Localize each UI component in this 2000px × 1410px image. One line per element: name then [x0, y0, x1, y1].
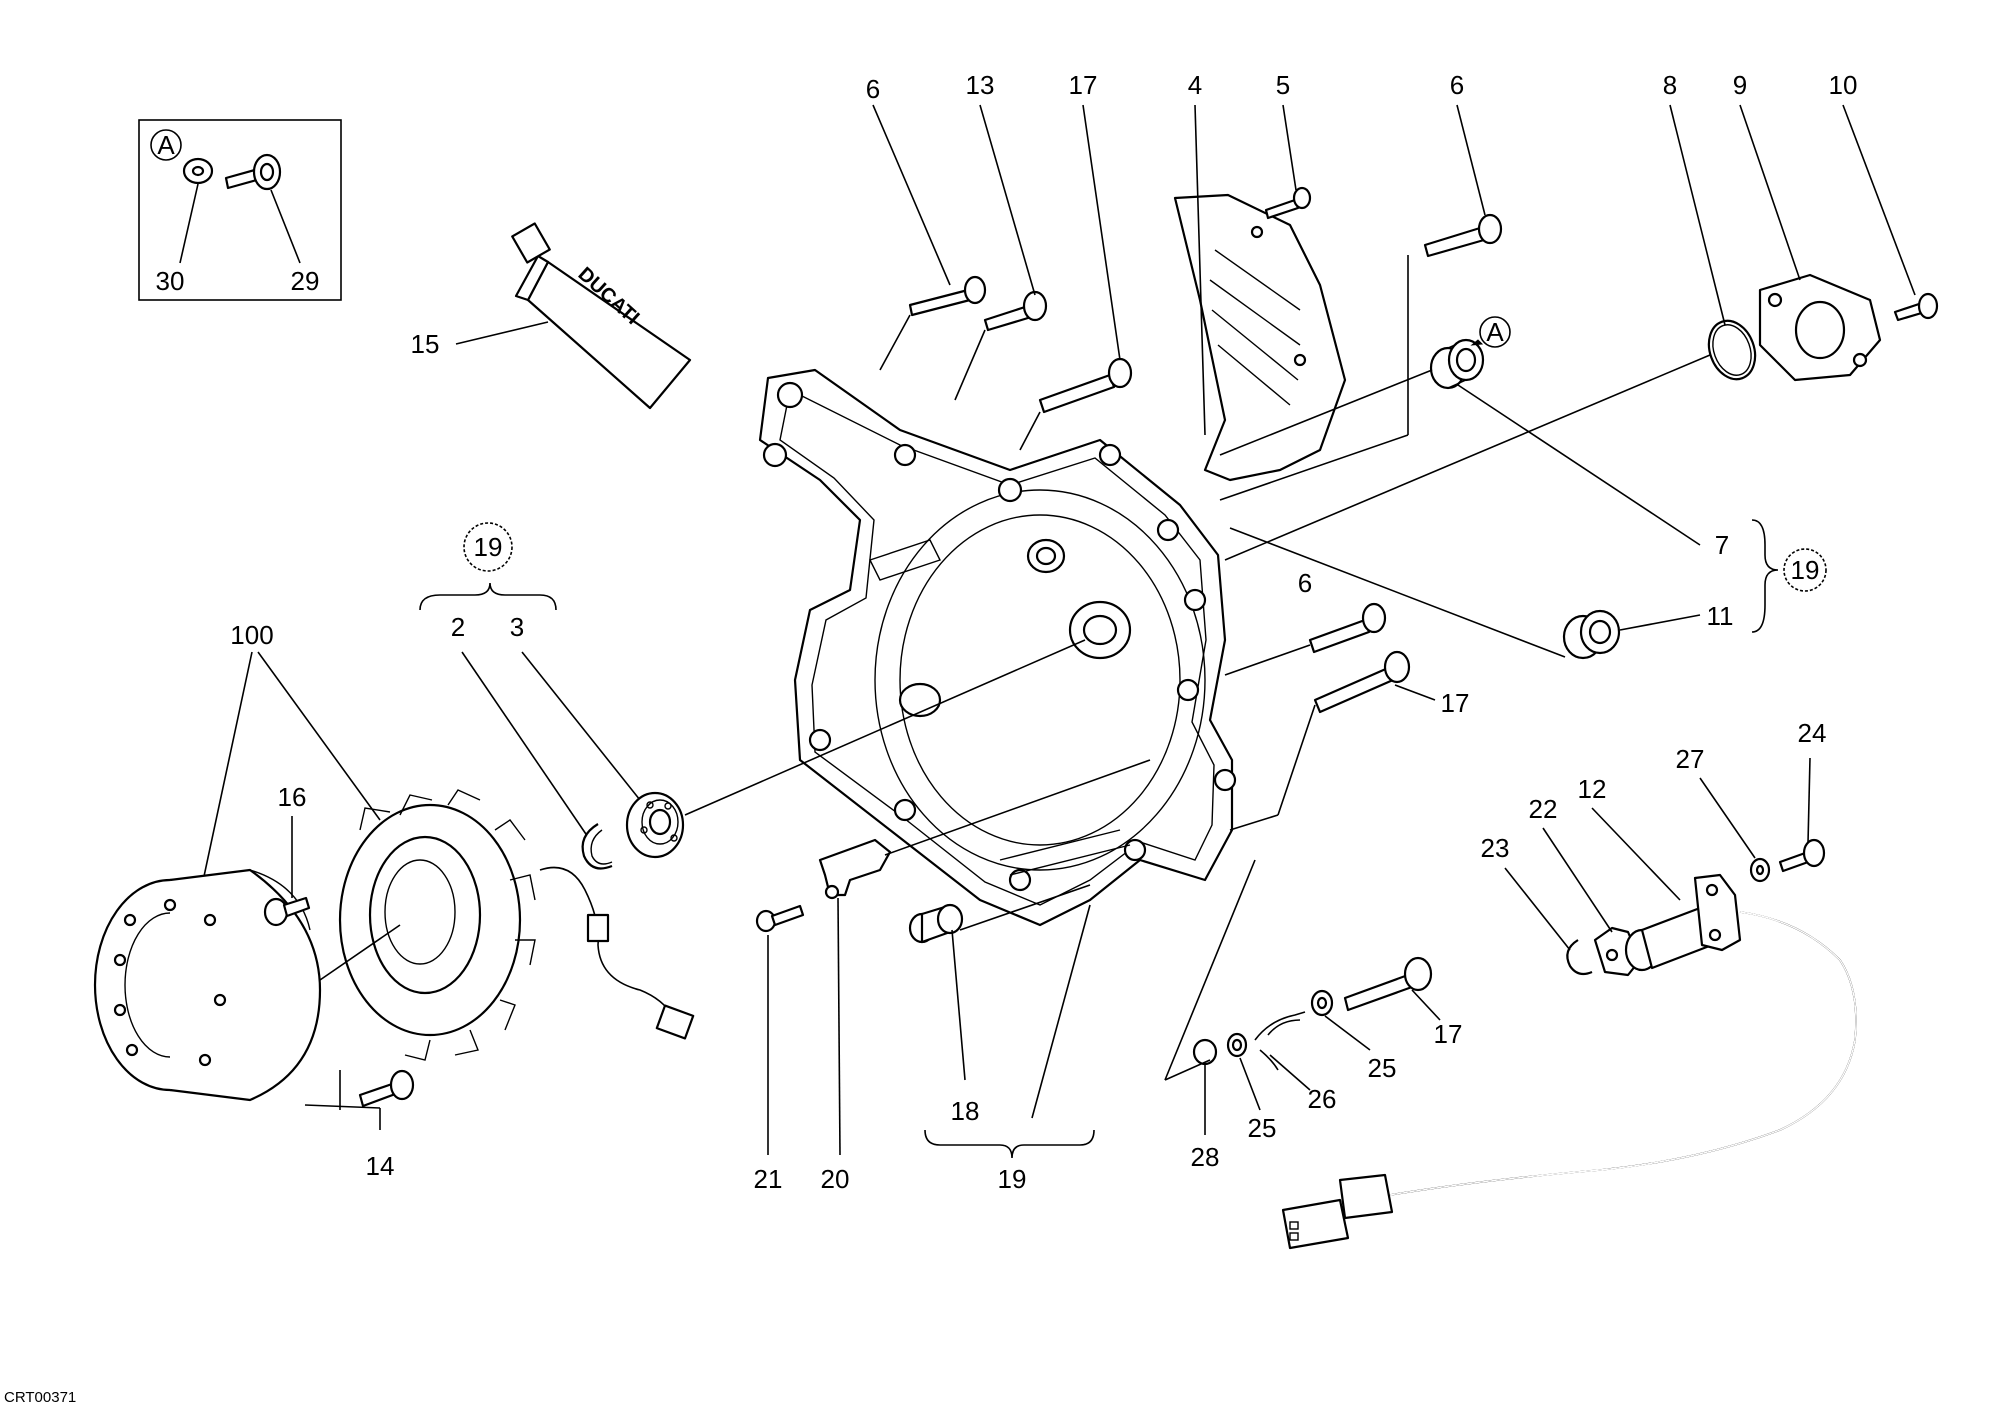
circlip-23-icon: [1566, 939, 1593, 976]
callout-17-bottom: 17: [1434, 1019, 1463, 1049]
seal-11-icon: [1562, 609, 1621, 660]
bearing-7-icon: [1429, 338, 1485, 390]
callout-24: 24: [1798, 718, 1827, 748]
callout-26: 26: [1308, 1084, 1337, 1114]
callout-19-left: 19: [474, 532, 503, 562]
callout-20: 20: [821, 1164, 850, 1194]
washer-30-icon: [182, 157, 214, 185]
callout-8: 8: [1663, 70, 1677, 100]
callout-29: 29: [291, 266, 320, 296]
circlip-2-icon: [581, 823, 613, 870]
detail-a-marker: A: [1470, 316, 1511, 348]
stator-icon: [338, 789, 536, 1061]
callout-18: 18: [951, 1096, 980, 1126]
washer-25b-icon: [1310, 989, 1334, 1017]
detail-letter: A: [157, 130, 175, 160]
sensor-cable-icon: [1281, 911, 1857, 1250]
screw-24-icon: [1778, 838, 1826, 873]
diagram-code: CRT00371: [4, 1389, 76, 1406]
callout-100: 100: [230, 620, 273, 650]
callout-4: 4: [1188, 70, 1202, 100]
bolt-17c-icon: [1343, 956, 1433, 1012]
bracket-20-icon: [818, 838, 892, 900]
bolt-14-icon: [358, 1069, 415, 1108]
washer-25a-icon: [1226, 1032, 1248, 1058]
callout-6-right: 6: [1298, 568, 1312, 598]
pickup-sensor-12-icon: [1624, 873, 1742, 972]
callout-19-right: 19: [1791, 555, 1820, 585]
bolt-6a-icon: [908, 275, 987, 317]
callout-25-bottom: 25: [1248, 1113, 1277, 1143]
callout-9: 9: [1733, 70, 1747, 100]
callout-23: 23: [1481, 833, 1510, 863]
washer-27-icon: [1749, 857, 1771, 883]
bolt-17a-icon: [1038, 357, 1133, 414]
screw-29-icon: [224, 153, 282, 191]
callout-19-bottom: 19: [998, 1164, 1027, 1194]
o-ring-8-icon: [1707, 319, 1757, 381]
detail-box-a: A 30 29: [138, 119, 342, 301]
callout-17-right: 17: [1441, 688, 1470, 718]
spring-clip-26-icon: [1254, 1011, 1306, 1071]
callout-17-top: 17: [1069, 70, 1098, 100]
callout-14: 14: [366, 1151, 395, 1181]
ref-19-circle-right: 19: [1783, 548, 1827, 592]
callout-11: 11: [1707, 601, 1734, 631]
callout-10: 10: [1829, 70, 1858, 100]
callout-7: 7: [1715, 530, 1729, 560]
callout-3: 3: [510, 612, 524, 642]
rotor-flywheel-icon: [93, 868, 322, 1102]
marker-letter: A: [1486, 317, 1504, 347]
callout-2: 2: [451, 612, 465, 642]
screw-21-icon: [755, 904, 805, 933]
callout-6-top-left: 6: [866, 74, 880, 104]
flange-9-icon: [1758, 273, 1882, 382]
bolt-16-icon: [263, 896, 311, 927]
callout-25-right: 25: [1368, 1053, 1397, 1083]
spacer-28-icon: [1192, 1038, 1218, 1066]
callout-6-top-right: 6: [1450, 70, 1464, 100]
callout-15: 15: [411, 329, 440, 359]
sealant-tube-icon: DUCATI: [511, 222, 692, 410]
callout-22: 22: [1529, 794, 1558, 824]
callout-21: 21: [754, 1164, 783, 1194]
callout-5: 5: [1276, 70, 1290, 100]
callout-30: 30: [156, 266, 185, 296]
callout-12: 12: [1578, 774, 1607, 804]
crankcase-cover-icon: [758, 368, 1237, 927]
dowel-18-icon: [908, 903, 964, 944]
bearing-3-icon: [625, 791, 685, 859]
bolt-6c-icon: [1308, 602, 1387, 654]
bolt-13-icon: [983, 290, 1048, 332]
callout-28: 28: [1191, 1142, 1220, 1172]
cover-plate-icon: [1173, 193, 1347, 482]
detail-circle: [150, 129, 182, 161]
stator-wire-icon: [539, 866, 695, 1040]
bolt-5-icon: [1264, 186, 1312, 220]
bolt-17b-icon: [1313, 650, 1411, 714]
callout-27: 27: [1676, 744, 1705, 774]
screw-10-icon: [1893, 292, 1939, 322]
ref-19-circle-left: 19: [463, 522, 513, 572]
callout-16: 16: [278, 782, 307, 812]
callout-13: 13: [966, 70, 995, 100]
bolt-6b-icon: [1423, 213, 1503, 258]
